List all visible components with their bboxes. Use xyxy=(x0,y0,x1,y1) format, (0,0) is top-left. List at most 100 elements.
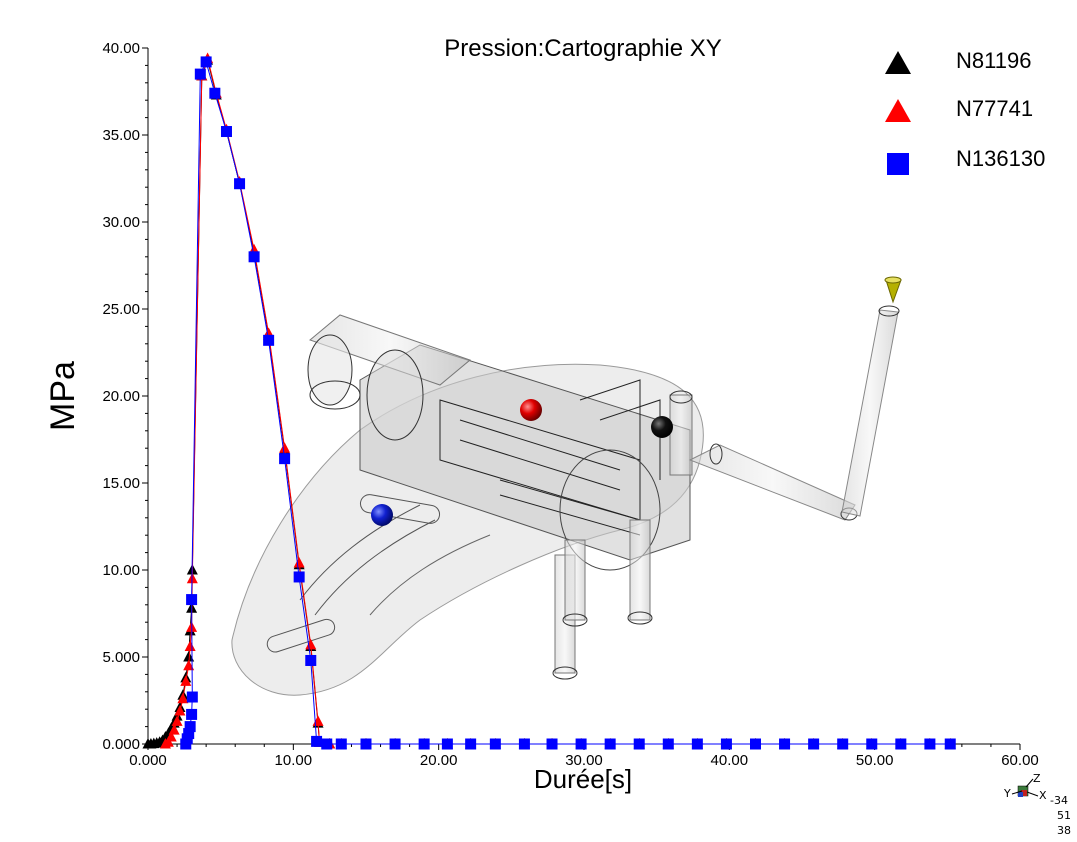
data-point xyxy=(174,704,186,716)
mold-runner-joint-1 xyxy=(709,443,723,465)
y-tick-label: 0.000 xyxy=(102,736,140,753)
data-point xyxy=(924,738,936,750)
y-tick-label: 10.00 xyxy=(102,562,140,579)
x-tick-label: 10.00 xyxy=(275,752,313,769)
data-point xyxy=(311,735,323,747)
y-tick-label: 5.000 xyxy=(102,649,140,666)
x-tick-label: 50.00 xyxy=(856,752,894,769)
mold-post-2 xyxy=(564,539,586,621)
data-point xyxy=(186,708,198,720)
legend-item-n77741: N77741 xyxy=(885,96,1033,122)
data-point xyxy=(183,659,195,671)
triad-cube-face xyxy=(1021,790,1027,796)
mold-block-detail-3 xyxy=(579,379,661,480)
mold-runner-horizontal xyxy=(688,444,856,521)
data-point xyxy=(866,738,878,750)
data-point xyxy=(749,738,761,750)
data-point xyxy=(180,675,192,686)
triad-cube-face-2 xyxy=(1018,792,1023,797)
data-point xyxy=(305,654,317,666)
triad-label-z: Z xyxy=(1033,772,1041,785)
x-tick-label: 40.00 xyxy=(711,752,749,769)
sensor-sphere-black xyxy=(651,416,673,438)
y-tick-label: 25.00 xyxy=(102,301,140,318)
data-point xyxy=(720,738,732,750)
y-tick-label: 20.00 xyxy=(102,388,140,405)
legend-marker-triangle-black xyxy=(885,51,911,74)
triad-label-x: X xyxy=(1039,789,1047,802)
y-tick-label: 35.00 xyxy=(102,127,140,144)
data-point xyxy=(546,738,558,750)
data-point xyxy=(489,738,501,750)
sensor-sphere-red xyxy=(520,399,542,421)
mold-cylinder-end-1 xyxy=(307,334,353,406)
data-point xyxy=(234,178,246,190)
mold-runner-top xyxy=(878,305,900,317)
legend-item-n136130: N136130 xyxy=(887,146,1045,175)
legend-label: N136130 xyxy=(956,146,1045,171)
data-point xyxy=(441,738,453,750)
data-point xyxy=(633,738,645,750)
data-point xyxy=(165,731,177,742)
x-tick-label: 20.00 xyxy=(420,752,458,769)
data-point xyxy=(209,87,221,99)
mold-runner-vertical xyxy=(841,309,899,517)
data-point xyxy=(360,738,372,750)
mold-slot-1 xyxy=(299,504,421,601)
y-axis-title: MPa xyxy=(44,361,82,431)
x-tick-label: 0.000 xyxy=(129,752,167,769)
mold-cylinder-end-2 xyxy=(309,380,361,410)
data-point xyxy=(279,442,291,453)
mold-slot-2 xyxy=(314,519,436,616)
x-axis-title: Durée[s] xyxy=(534,764,632,794)
mold-slot-4 xyxy=(359,494,441,524)
triad-label-y: Y xyxy=(1003,787,1011,800)
data-point xyxy=(837,738,849,750)
mold-model-rendering xyxy=(231,276,902,696)
legend-item-n81196: N81196 xyxy=(885,48,1031,74)
data-point xyxy=(662,738,674,750)
data-point xyxy=(293,571,305,583)
chart-series xyxy=(142,52,956,750)
legend-marker-triangle-red xyxy=(885,99,911,122)
data-point xyxy=(248,251,260,263)
data-point xyxy=(321,738,333,750)
data-point xyxy=(184,721,196,733)
data-point xyxy=(779,738,791,750)
triad-value-3: 38 xyxy=(1057,824,1071,837)
triad-value-1: -34 xyxy=(1050,794,1068,807)
series-n136130 xyxy=(180,56,956,750)
data-point xyxy=(418,738,430,750)
sensor-sphere-blue xyxy=(371,504,393,526)
data-point xyxy=(184,640,196,652)
x-tick-label: 60.00 xyxy=(1001,752,1039,769)
mold-block-detail-2 xyxy=(459,419,641,536)
data-point xyxy=(518,738,530,750)
data-point xyxy=(465,738,477,750)
legend-label: N77741 xyxy=(956,96,1033,121)
data-point xyxy=(183,651,195,662)
data-point xyxy=(312,715,324,726)
mold-post-2-end xyxy=(562,613,588,627)
data-point xyxy=(168,724,180,735)
data-point xyxy=(279,453,291,465)
data-point xyxy=(186,691,198,703)
data-point xyxy=(604,738,616,750)
data-point xyxy=(177,692,189,704)
data-point xyxy=(389,738,401,750)
data-point xyxy=(183,728,195,740)
sensor-spheres xyxy=(371,399,673,526)
mold-post-1-end xyxy=(552,666,578,680)
data-point xyxy=(293,557,305,568)
data-point xyxy=(335,738,347,750)
data-point xyxy=(691,738,703,750)
triad-axis-z xyxy=(1025,778,1034,788)
data-point xyxy=(263,334,275,346)
legend-label: N81196 xyxy=(956,48,1031,73)
triad-axis-y xyxy=(1011,790,1023,795)
mold-post-3 xyxy=(629,519,651,621)
data-point xyxy=(895,738,907,750)
y-axis-ticks: 0.0005.00010.0015.0020.0025.0030.0035.00… xyxy=(102,40,148,753)
